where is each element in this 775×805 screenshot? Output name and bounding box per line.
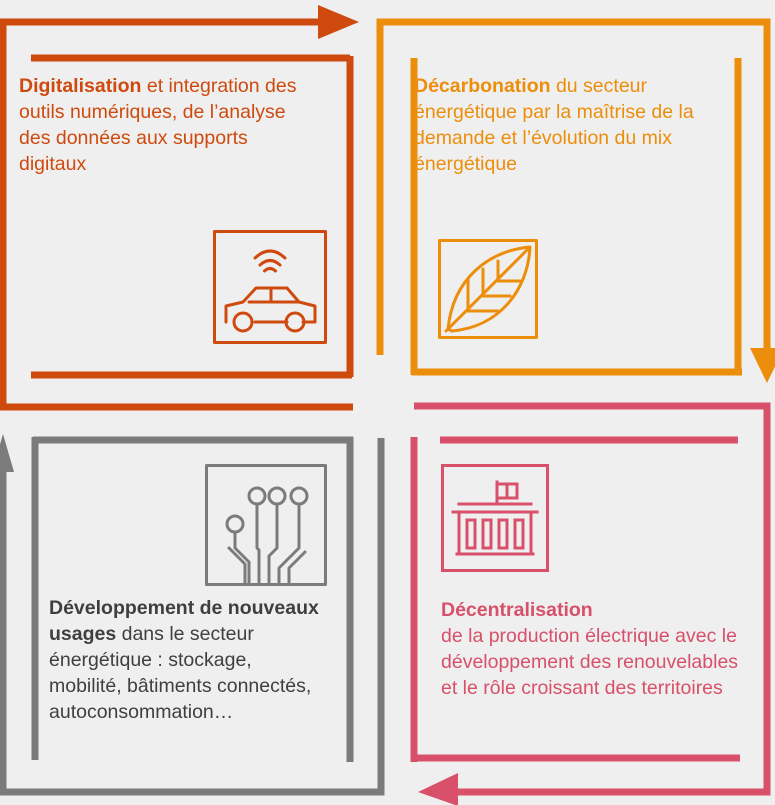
digitalisation-title: Digitalisation	[19, 75, 142, 97]
digitalisation-description: et integration des outils numériques, de…	[19, 75, 297, 175]
digitalisation-arrow-head	[318, 5, 359, 39]
usages-arrow-head	[0, 434, 14, 472]
decarbonation-text: Décarbonation du secteur énergétique par…	[414, 73, 749, 177]
decarbonation-arrow-head	[750, 348, 775, 383]
decarbonation-description: du secteur énergétique par la maîtrise d…	[414, 75, 694, 175]
leaf-icon	[438, 239, 538, 339]
connected-car-icon	[213, 230, 327, 344]
decentralisation-title: Décentralisation	[441, 599, 593, 621]
circuit-icon	[205, 464, 327, 586]
city-hall-icon	[441, 464, 549, 572]
usages-title: Développement de nouveaux usages	[49, 597, 319, 645]
usages-text: Développement de nouveaux usages dans le…	[49, 595, 319, 725]
decentralisation-text: Décentralisation de la production électri…	[441, 597, 751, 701]
digitalisation-text: Digitalisation et integration des outils…	[19, 73, 319, 177]
usages-description: dans le secteur énergétique : stockage, …	[49, 623, 312, 723]
decentralisation-description: de la production électrique avec le déve…	[441, 625, 739, 699]
decentralisation-arrow-head	[418, 773, 458, 805]
decarbonation-title: Décarbonation	[414, 75, 551, 97]
